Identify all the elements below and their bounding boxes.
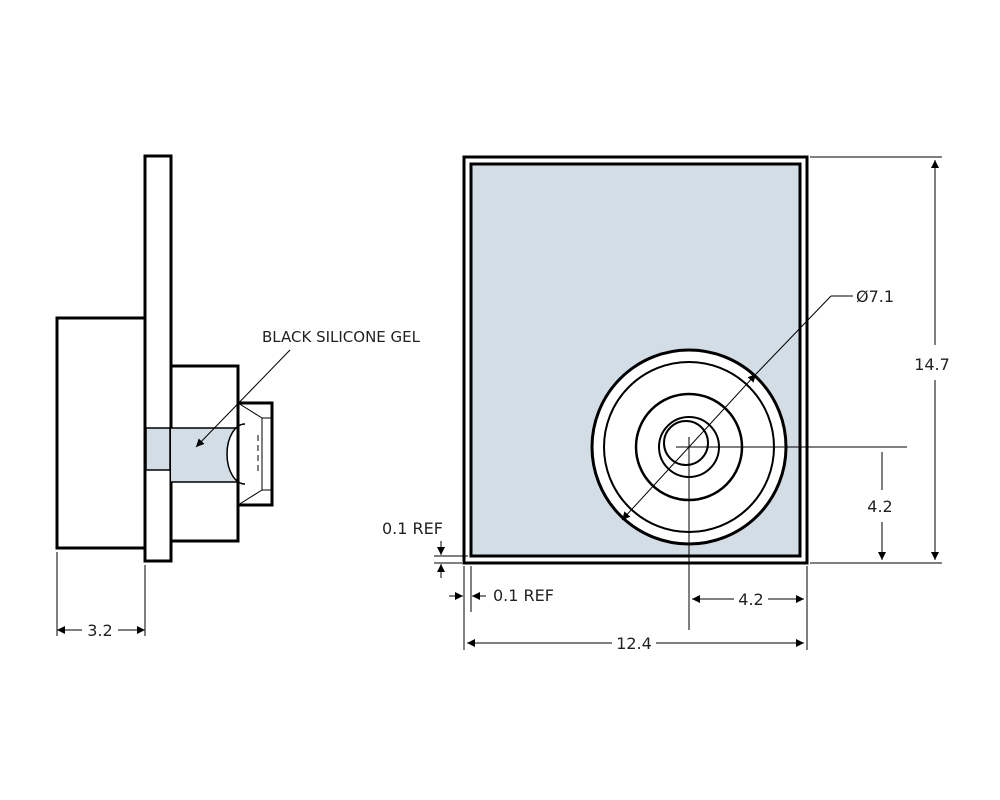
side-body <box>55 316 147 550</box>
side-nozzle <box>236 401 274 507</box>
side-plate <box>143 154 173 563</box>
side-view: BLACK SILICONE GEL 3.2 <box>55 154 421 640</box>
plate-gel-window <box>145 427 171 471</box>
front-view: Ø7.1 14.7 4.2 12.4 4.2 <box>382 155 950 653</box>
width-dim: 12.4 <box>616 634 652 653</box>
center-from-bottom-dim: 4.2 <box>867 497 892 516</box>
gel-leader-arrow <box>195 349 291 448</box>
vertical-ref-dim: 0.1 REF <box>382 519 443 538</box>
height-dim: 14.7 <box>914 355 950 374</box>
diameter-dim: Ø7.1 <box>856 287 894 306</box>
horizontal-ref-dim: 0.1 REF <box>493 586 554 605</box>
gel-label: BLACK SILICONE GEL <box>262 328 421 346</box>
lens-aperture <box>663 420 709 466</box>
center-from-right-dim: 4.2 <box>738 590 763 609</box>
diameter-dim-line <box>621 373 757 521</box>
thickness-dim: 3.2 <box>87 621 112 640</box>
